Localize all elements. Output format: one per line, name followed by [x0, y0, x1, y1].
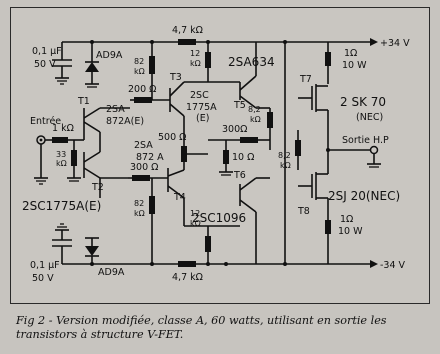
resistor-47k-bottom — [178, 261, 196, 267]
t3-type-a: 2SC — [190, 90, 209, 101]
r82k-t5-b: kΩ — [250, 115, 261, 124]
decoupling-capacitor-top — [52, 42, 72, 85]
output-terminal — [369, 145, 379, 155]
t5-type: 2SA634 — [228, 55, 275, 69]
decoupling-capacitor-bottom — [52, 223, 72, 264]
t1-type-a: 2SA — [106, 104, 125, 115]
figure-caption: Fig 2 - Version modifiée, classe A, 60 w… — [16, 314, 387, 341]
positive-rail-arrow — [370, 38, 378, 46]
t2-type: 2SC1775A(E) — [22, 199, 101, 213]
positive-supply-label: +34 V — [380, 38, 410, 49]
cap-top-voltage: 50 V — [34, 59, 56, 70]
resistor-82k-t5 — [267, 108, 273, 150]
t1-type-b: 872A(E) — [106, 116, 144, 127]
r1-top-a: 1Ω — [344, 48, 357, 59]
r300-right-value: 300Ω — [222, 124, 247, 135]
t6-label: T6 — [233, 170, 246, 181]
r82k-bot-b: kΩ — [134, 209, 145, 218]
transistor-t4 — [167, 168, 185, 226]
r82k-t5-a: 8,2 — [248, 105, 261, 114]
input-label: Entrée — [30, 116, 61, 127]
t6-type: 2SC1096 — [192, 211, 246, 225]
input-resistor-value: 1 kΩ — [52, 123, 74, 134]
input-ground — [34, 144, 48, 185]
resistor-82k-bottom — [149, 178, 155, 264]
resistor-200-value: 200 Ω — [128, 84, 156, 95]
rail-junction-dots — [90, 40, 287, 266]
t3-type-c: (E) — [196, 113, 209, 124]
r82k-top-a: 82 — [134, 57, 144, 66]
zener-diode-top — [85, 42, 99, 88]
cap-top-value: 0,1 µF — [32, 46, 62, 57]
t8-type: 2SJ 20(NEC) — [328, 189, 400, 203]
r12k-top-a: 12 — [190, 49, 200, 58]
t4-label: T4 — [173, 192, 186, 203]
negative-supply-label: -34 V — [380, 260, 406, 271]
r47k-bot-value: 4,7 kΩ — [172, 272, 203, 283]
r1-top-b: 10 W — [342, 60, 367, 71]
r82k-top-b: kΩ — [134, 67, 145, 76]
transistor-t1 — [74, 107, 130, 152]
t7-type-b: (NEC) — [356, 112, 383, 123]
resistor-12k-top — [184, 42, 240, 83]
t7-type-a: 2 SK 70 — [340, 95, 386, 109]
transistor-t3 — [169, 81, 185, 140]
resistor-82k-top — [149, 42, 155, 100]
r82k-out-b: kΩ — [280, 161, 291, 170]
r10-value: 10 Ω — [232, 152, 254, 163]
t8-label: T8 — [297, 206, 310, 217]
resistor-1-ohm-top — [325, 42, 331, 84]
resistor-300-ohm-mid — [128, 175, 168, 181]
transistor-t6 — [239, 177, 270, 264]
bias-resistor-value-b: kΩ — [56, 159, 67, 168]
transistor-t8 — [298, 150, 329, 220]
r12k-bot-b: kΩ — [190, 219, 201, 228]
r500-value: 500 Ω — [158, 132, 186, 143]
r47k-top-value: 4,7 kΩ — [172, 25, 203, 36]
figure-frame — [10, 7, 430, 304]
resistor-200-ohm — [130, 97, 170, 103]
transistor-t2 — [83, 151, 128, 198]
input-resistor — [45, 137, 74, 143]
output-ground — [367, 154, 381, 168]
resistor-300-ohm-right — [208, 137, 270, 143]
cap-bottom-voltage: 50 V — [32, 273, 54, 284]
r1-bot-a: 1Ω — [340, 214, 353, 225]
t5-label: T5 — [233, 100, 246, 111]
output-label: Sortie H.P — [342, 135, 389, 146]
circuit-schematic: 0,1 µF 50 V AD9A 0,1 µF 50 V — [22, 25, 410, 284]
bias-resistor-value-a: 33 — [56, 150, 66, 159]
r12k-bot-a: 12 — [190, 209, 200, 218]
r12k-top-b: kΩ — [190, 59, 201, 68]
r82k-out-a: 8,2 — [278, 151, 291, 160]
r1-bot-b: 10 W — [338, 226, 363, 237]
zener-bottom-label: AD9A — [98, 267, 125, 278]
t4-type-b: 872 A — [136, 152, 164, 163]
resistor-47k-top — [178, 39, 196, 45]
resistor-1-ohm-bottom — [325, 220, 331, 264]
zener-diode-bottom — [85, 237, 99, 264]
t4-type-a: 2SA — [134, 140, 153, 151]
t3-label: T3 — [169, 72, 182, 83]
resistor-82k-output — [295, 130, 301, 170]
transistor-t5 — [239, 42, 270, 109]
t3-type-b: 1775A — [186, 102, 217, 113]
t7-label: T7 — [299, 74, 312, 85]
t2-label: T2 — [91, 182, 104, 193]
resistor-10-ohm — [219, 140, 233, 176]
input-bias-resistor — [67, 140, 81, 182]
resistor-500-ohm — [181, 140, 208, 170]
zener-top-label: AD9A — [96, 50, 123, 61]
cap-bottom-value: 0,1 µF — [30, 260, 60, 271]
r300-mid-value: 300 Ω — [130, 162, 158, 173]
negative-rail-arrow — [370, 260, 378, 268]
r82k-bot-a: 82 — [134, 199, 144, 208]
transistor-t7 — [298, 84, 329, 150]
t1-label: T1 — [77, 96, 90, 107]
resistor-12k-bottom — [184, 225, 240, 264]
